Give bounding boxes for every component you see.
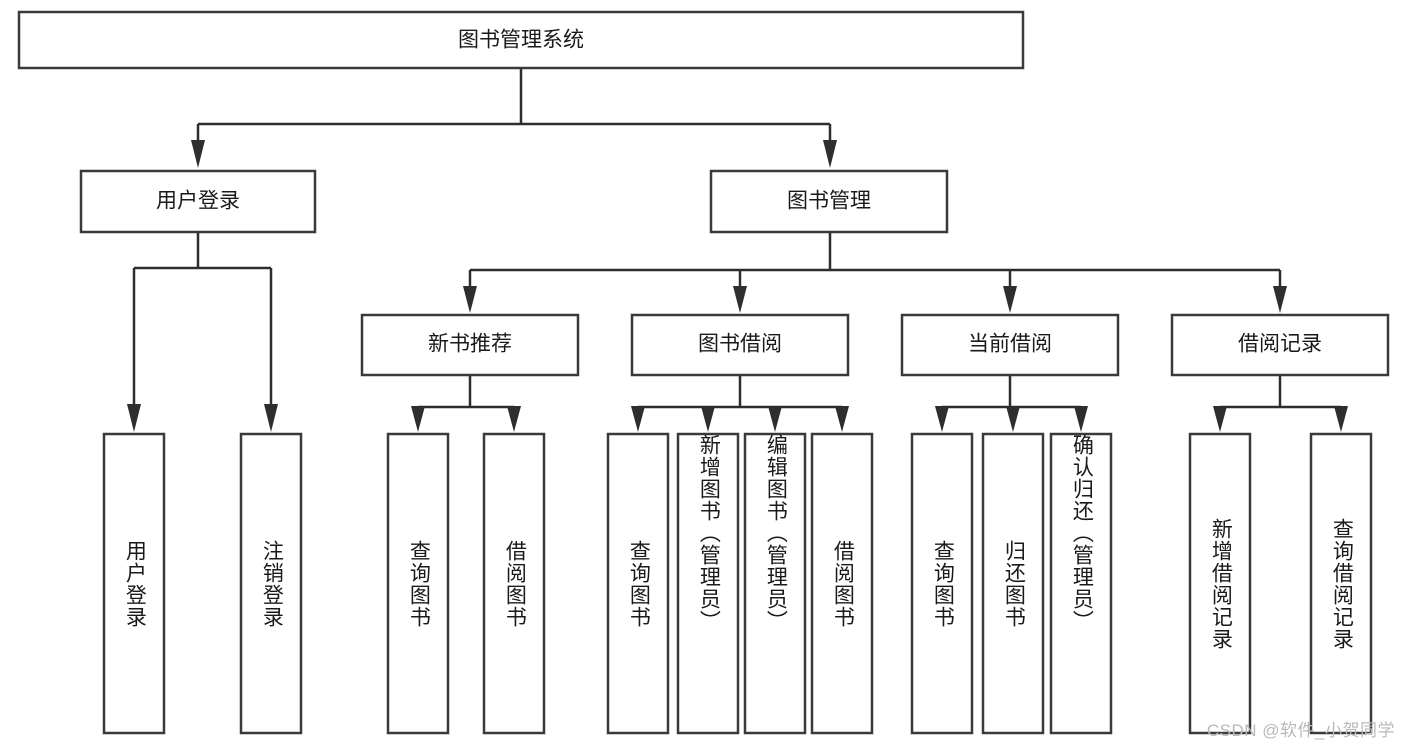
leaf-box-bw-edit-book[interactable] <box>743 432 807 735</box>
node-book-borrow[interactable]: 图书借阅 <box>630 313 850 377</box>
leaf-box-bw-query-book[interactable] <box>606 432 670 735</box>
node-root-box[interactable] <box>17 10 1025 70</box>
node-user-login[interactable]: 用户登录 <box>79 169 317 234</box>
connector-newbook-to-leaves <box>411 375 521 432</box>
node-borrow-records-label: 借阅记录 <box>1238 333 1322 356</box>
leaf-box-logout[interactable] <box>239 432 303 735</box>
connector-userlogin-to-leaves <box>127 232 278 432</box>
arrow-head-cb-return <box>1006 406 1020 432</box>
leaf-boxes <box>102 432 1373 735</box>
arrow-head-leaf-user-login <box>127 404 141 432</box>
arrow-head-bw-edit <box>768 406 782 432</box>
node-current-borrow[interactable]: 当前借阅 <box>900 313 1120 377</box>
node-book-borrow-label: 图书借阅 <box>698 333 782 356</box>
arrow-head-book-mgmt <box>823 140 837 168</box>
arrow-head-nb-query <box>411 406 425 432</box>
connector-current-to-leaves <box>935 375 1088 432</box>
arrow-head-bw-add <box>701 406 715 432</box>
leaf-box-nb-borrow-book[interactable] <box>482 432 546 735</box>
arrow-head-records <box>1273 286 1287 313</box>
csdn-watermark: CSDN @软件_小贺同学 <box>1206 721 1395 740</box>
leaf-box-nb-query-book[interactable] <box>386 432 450 735</box>
connector-bookmgmt-to-level3 <box>463 232 1287 313</box>
arrow-head-user-login <box>191 140 205 168</box>
node-book-borrow-box[interactable] <box>630 313 850 377</box>
arrow-head-rc-add <box>1213 406 1227 432</box>
node-book-management-label: 图书管理 <box>787 190 871 213</box>
node-borrow-records-box[interactable] <box>1170 313 1390 377</box>
connector-records-to-leaves <box>1213 375 1348 432</box>
node-book-management[interactable]: 图书管理 <box>709 169 949 234</box>
node-new-book-recommend-label: 新书推荐 <box>428 333 512 356</box>
arrow-head-leaf-logout <box>264 404 278 432</box>
node-root-label: 图书管理系统 <box>458 29 584 52</box>
node-book-management-box[interactable] <box>709 169 949 234</box>
leaf-box-user-login[interactable] <box>102 432 166 735</box>
arrow-head-current <box>1003 286 1017 313</box>
leaf-box-cb-confirm-return[interactable] <box>1049 432 1113 735</box>
arrow-head-borrow <box>733 286 747 313</box>
node-root[interactable]: 图书管理系统 <box>17 10 1025 70</box>
arrow-head-new-book <box>463 286 477 313</box>
arrow-head-bw-query <box>631 406 645 432</box>
node-user-login-box[interactable] <box>79 169 317 234</box>
arrow-head-rc-query <box>1334 406 1348 432</box>
leaf-box-rc-add-record[interactable] <box>1188 432 1252 735</box>
node-new-book-recommend[interactable]: 新书推荐 <box>360 313 580 377</box>
leaf-box-cb-return-book[interactable] <box>981 432 1045 735</box>
node-current-borrow-box[interactable] <box>900 313 1120 377</box>
arrow-head-cb-query <box>935 406 949 432</box>
node-new-book-recommend-box[interactable] <box>360 313 580 377</box>
connector-root-to-level2 <box>191 68 837 168</box>
arrow-head-cb-confirm <box>1074 406 1088 432</box>
leaf-box-bw-add-book[interactable] <box>676 432 740 735</box>
leaf-box-rc-query-record[interactable] <box>1309 432 1373 735</box>
arrow-head-nb-borrow <box>507 406 521 432</box>
arrow-head-bw-borrow <box>835 406 849 432</box>
node-borrow-records[interactable]: 借阅记录 <box>1170 313 1390 377</box>
connector-borrow-to-leaves <box>631 375 849 432</box>
node-current-borrow-label: 当前借阅 <box>968 333 1052 356</box>
node-user-login-label: 用户登录 <box>156 190 240 213</box>
leaf-box-cb-query-book[interactable] <box>910 432 974 735</box>
leaf-box-bw-borrow-book[interactable] <box>810 432 874 735</box>
